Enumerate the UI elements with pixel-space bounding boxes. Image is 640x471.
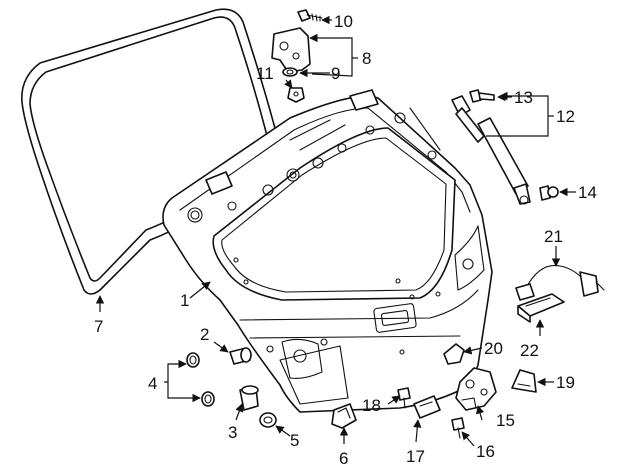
bracket-6 bbox=[331, 403, 357, 429]
callout-17: 17 bbox=[406, 447, 425, 466]
grommet-4b bbox=[201, 391, 215, 407]
callout-5: 5 bbox=[290, 431, 299, 450]
callout-6: 6 bbox=[339, 449, 348, 468]
callout-9: 9 bbox=[331, 64, 340, 83]
callout-18: 18 bbox=[362, 396, 381, 415]
support-strut bbox=[451, 95, 531, 205]
license-lamp-22 bbox=[517, 293, 565, 323]
callout-21: 21 bbox=[544, 227, 563, 246]
bolt-10 bbox=[297, 9, 323, 22]
callout-1: 1 bbox=[180, 291, 189, 310]
latch-15 bbox=[455, 367, 497, 411]
wiring-harness-21 bbox=[515, 264, 605, 301]
callout-11: 11 bbox=[256, 64, 274, 83]
ball-stud-14 bbox=[539, 185, 559, 201]
weatherstrip-seal bbox=[21, 8, 279, 295]
clip-20 bbox=[443, 343, 465, 365]
bolt-16 bbox=[451, 417, 465, 439]
callout-16: 16 bbox=[476, 442, 495, 461]
washer-9 bbox=[282, 67, 298, 77]
callout-labels: 1 2 3 4 5 6 7 8 9 10 11 12 13 14 15 16 1… bbox=[94, 12, 597, 468]
grommet-5 bbox=[259, 412, 277, 428]
callout-4: 4 bbox=[148, 374, 157, 393]
grommet-4a bbox=[186, 352, 200, 368]
striker-17 bbox=[413, 395, 441, 419]
callout-10: 10 bbox=[334, 12, 353, 31]
bolt-13 bbox=[469, 89, 495, 103]
callout-3: 3 bbox=[228, 423, 237, 442]
nut-11 bbox=[287, 87, 305, 103]
callout-19: 19 bbox=[556, 373, 575, 392]
callout-2: 2 bbox=[200, 325, 209, 344]
callout-20: 20 bbox=[484, 339, 503, 358]
callout-14: 14 bbox=[578, 183, 597, 202]
liftgate-panel bbox=[162, 89, 493, 413]
callout-13: 13 bbox=[514, 88, 533, 107]
bumper-2 bbox=[229, 347, 252, 365]
bumper-19 bbox=[511, 369, 537, 393]
leader-lines bbox=[95, 15, 576, 447]
callout-7: 7 bbox=[94, 317, 103, 336]
callout-12: 12 bbox=[556, 107, 575, 126]
hinge bbox=[271, 27, 311, 73]
bumper-3 bbox=[239, 385, 259, 411]
callout-15: 15 bbox=[496, 411, 515, 430]
callout-22: 22 bbox=[520, 341, 539, 360]
callout-8: 8 bbox=[362, 49, 371, 68]
